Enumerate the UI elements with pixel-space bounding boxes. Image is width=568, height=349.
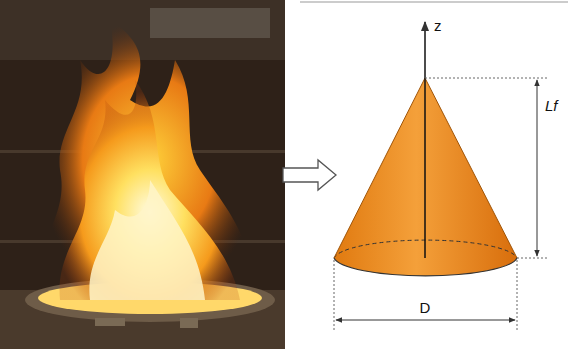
- hollow-arrow: [283, 160, 336, 190]
- fire-photo: [0, 0, 285, 349]
- border-line: [300, 2, 568, 3]
- z-axis: [424, 22, 426, 258]
- dimension-label: Lf: [545, 98, 558, 113]
- dimension-label: D: [420, 300, 431, 315]
- axis-label: z: [434, 18, 442, 33]
- height-dimension: [425, 78, 548, 258]
- diameter-dimension: [334, 260, 517, 330]
